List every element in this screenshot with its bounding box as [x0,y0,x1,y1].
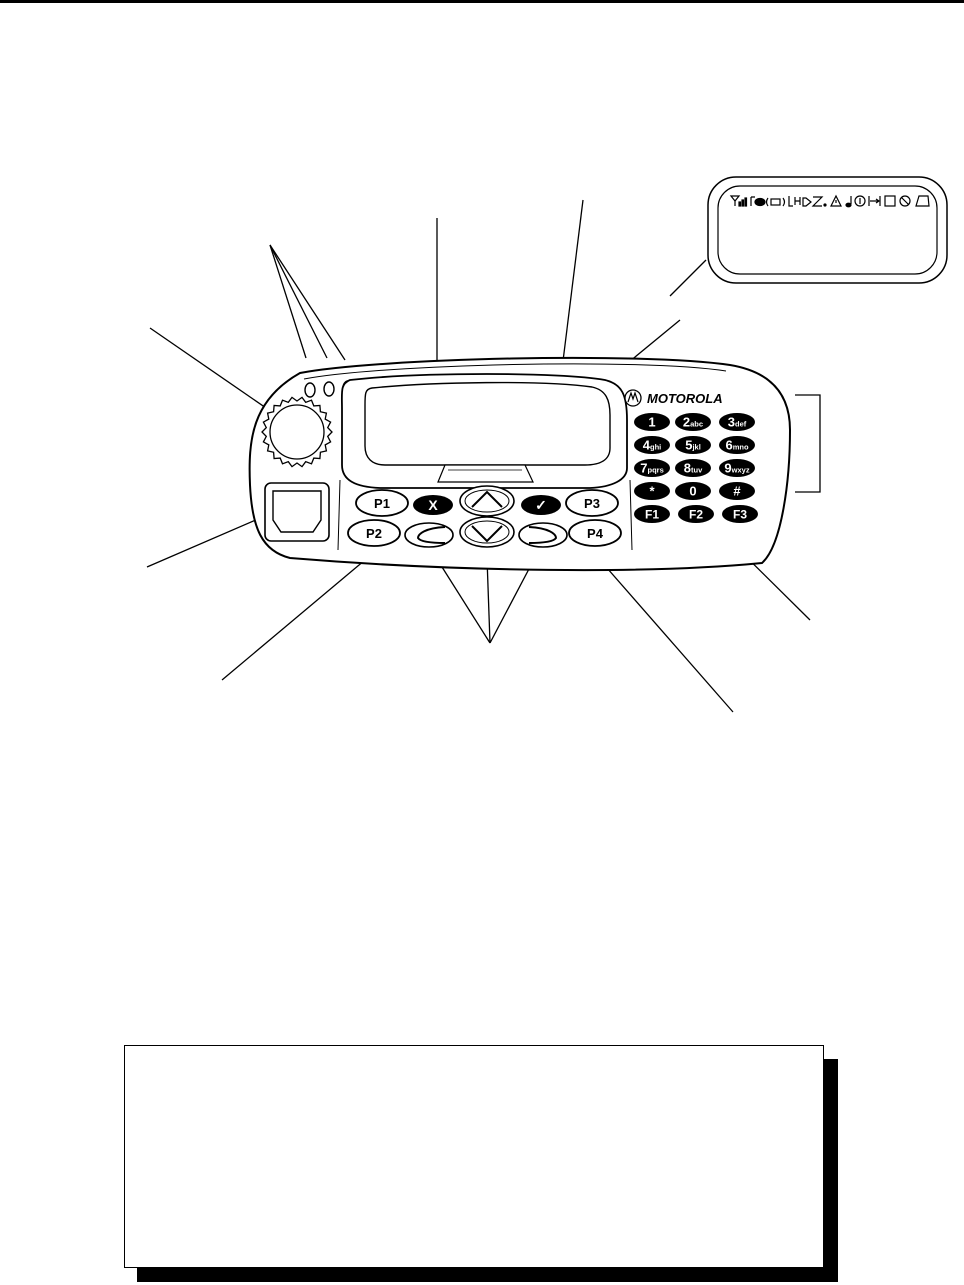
function-key-f2[interactable]: F2 [678,505,714,523]
keypad-key-label: # [733,484,741,499]
p2-button[interactable]: P2 [347,519,401,547]
speaker-grille [437,464,534,483]
keypad-key[interactable]: 3def [719,413,755,431]
keypad-key-label: * [649,484,655,499]
keypad-key[interactable]: 6mno [719,436,755,454]
function-keys: F1 F2 F3 [634,505,758,523]
keypad-key[interactable]: 7pqrs [634,459,670,477]
status-icon-row [729,194,930,208]
keypad-key[interactable]: 8tuv [675,459,711,477]
keypad-key-label: 5jkl [685,438,701,453]
accessory-connector[interactable] [264,482,330,542]
lcd-display [337,373,633,551]
p4-label: P4 [587,526,604,541]
p2-label: P2 [366,526,382,541]
callout-status-icons [669,259,707,297]
status-display-inset [707,176,948,284]
keypad-key[interactable]: # [719,482,755,500]
music-note-icon [845,196,852,208]
note-box [124,1045,824,1268]
function-key-f3[interactable]: F3 [722,505,758,523]
keypad-key-label: 3def [728,415,747,430]
p3-button[interactable]: P3 [565,489,619,517]
volume-knob-face [269,404,325,460]
callout-keypad-bracket [795,394,821,493]
brand-name: MOTOROLA [647,391,723,406]
function-key-f1[interactable]: F1 [634,505,670,523]
keypad-key-label: 8tuv [684,461,703,476]
volume-knob[interactable] [261,396,333,468]
p1-label: P1 [374,496,390,511]
callout-leds-a [269,244,307,359]
alert-icon [830,194,842,207]
signal-strength-icon [729,195,748,207]
ok-key[interactable]: ✓ [521,495,561,515]
keypad-key-label: 9wxyz [724,461,749,476]
keypad-key[interactable]: 1 [634,413,670,431]
priority-icon [854,195,866,207]
function-key-label: F1 [645,508,659,522]
scan-icon [765,197,786,207]
p3-label: P3 [584,496,600,511]
nav-left-button[interactable] [404,522,454,548]
keypad-key-label: 7pqrs [640,461,664,476]
cancel-key-label: X [428,497,438,513]
nav-up-button[interactable] [459,485,515,517]
chevron-right-icon [528,526,558,544]
speaker-icon [802,197,812,207]
callout-p2 [221,559,366,681]
led-1 [304,382,316,398]
keypad-key-label: 0 [689,484,696,499]
square-icon [884,195,896,207]
numeric-keypad: 1 2abc 3def 4ghi 5jkl 6mno 7pqrs 8tuv 9wxyz * 0 # [634,413,755,500]
no-entry-icon [899,195,911,207]
brand-logo: MOTOROLA [624,389,723,407]
power-level-icon [788,196,801,207]
callout-nav-down [486,557,491,644]
p4-button[interactable]: P4 [568,519,622,547]
function-key-label: F2 [689,508,703,522]
chevron-left-icon [416,526,446,544]
keypad-key[interactable]: 0 [675,482,711,500]
p1-button[interactable]: P1 [355,489,409,517]
phone-icon [750,196,766,207]
ok-key-label: ✓ [535,497,547,513]
callout-leds-b [269,244,328,359]
chevron-down-icon [471,525,503,543]
keypad-key[interactable]: 4ghi [634,436,670,454]
cancel-key[interactable]: X [413,495,453,515]
keypad-key[interactable]: 2abc [675,413,711,431]
direct-icon [868,196,881,206]
led-2 [323,381,335,397]
keypad-key-label: 4ghi [643,438,661,453]
keypad-key[interactable]: * [634,482,670,500]
talkaround-icon [811,196,827,207]
callout-p4 [599,559,734,713]
keypad-key-label: 1 [648,415,655,430]
keypad-key-label: 6mno [725,438,748,453]
flag-icon [915,195,930,207]
keypad-key[interactable]: 5jkl [675,436,711,454]
nav-right-button[interactable] [518,522,568,548]
keypad-key-label: 2abc [683,415,703,430]
chevron-up-icon [471,490,503,508]
callout-leds-c [269,244,346,361]
function-key-label: F3 [733,508,747,522]
keypad-key[interactable]: 9wxyz [719,459,755,477]
page-top-rule [0,0,964,3]
nav-down-button[interactable] [459,516,515,548]
